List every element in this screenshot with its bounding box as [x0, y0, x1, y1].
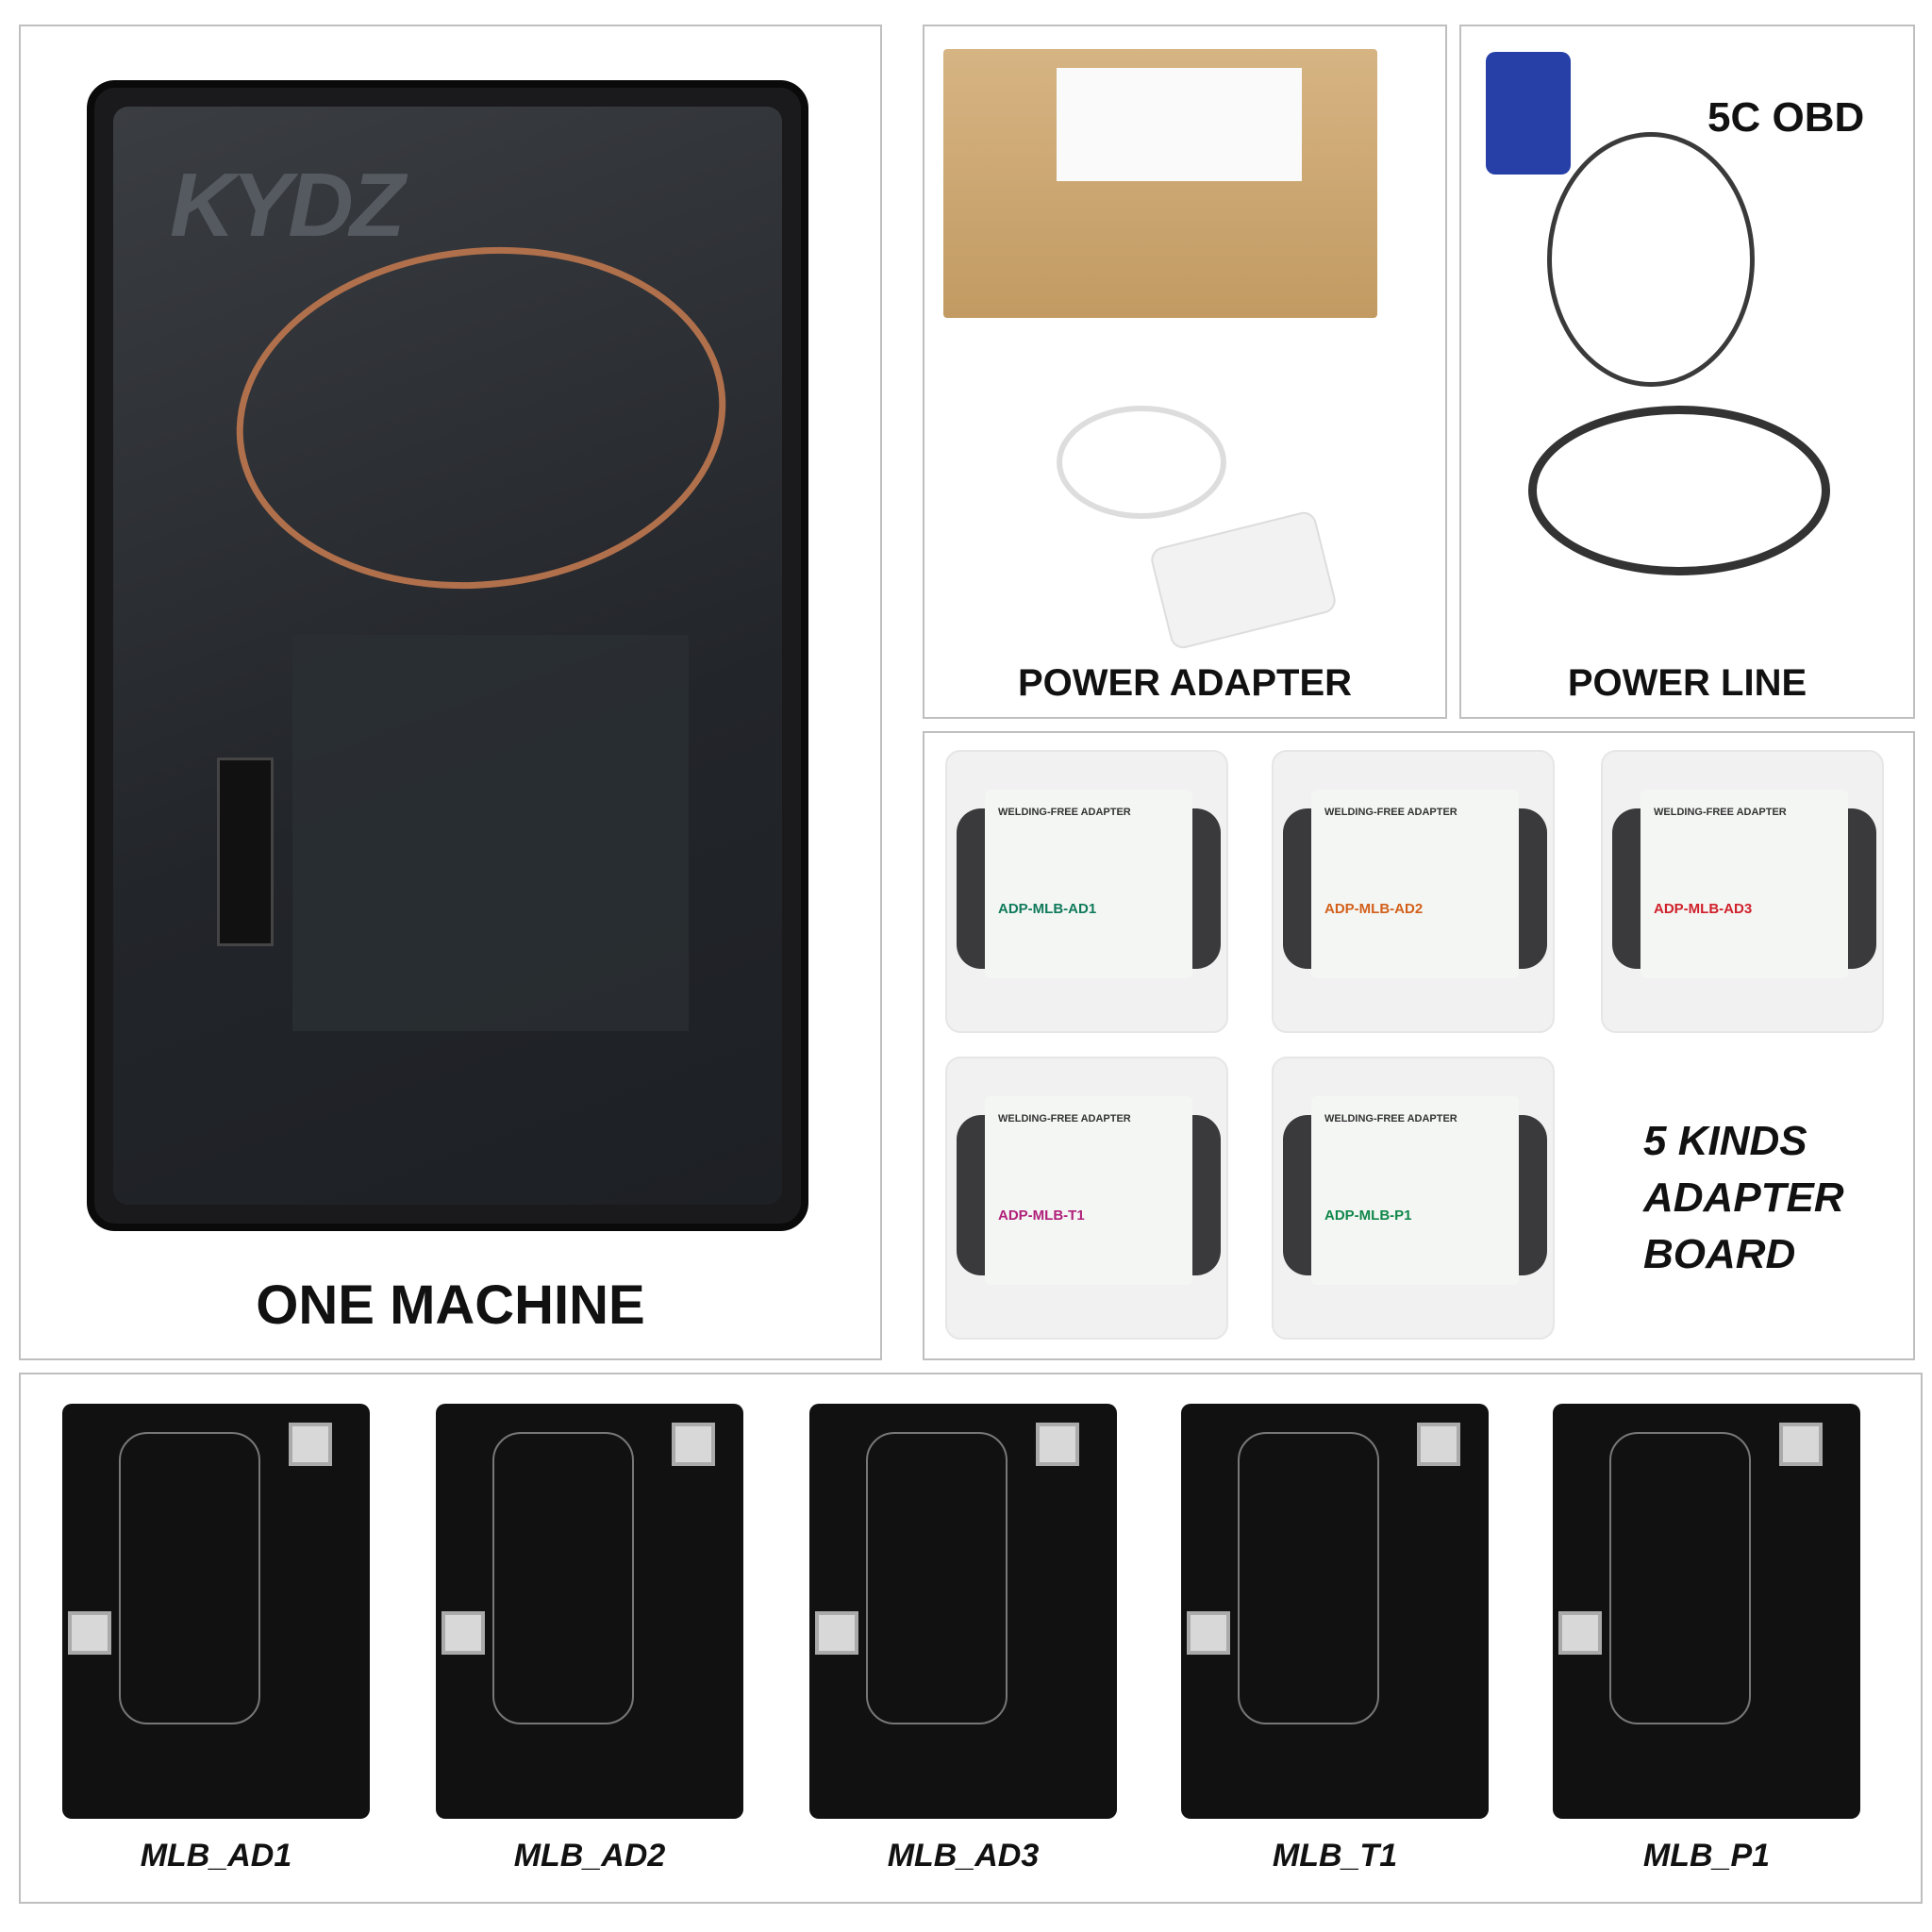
key-outline: [866, 1432, 1008, 1724]
card-heading: WELDING-FREE ADAPTER: [1654, 807, 1787, 818]
pad: [1187, 1611, 1230, 1655]
adapter-card: WELDING-FREE ADAPTER ADP-MLB-AD3: [1641, 790, 1848, 978]
pad: [1417, 1423, 1460, 1466]
obd-connector-image: [1486, 52, 1571, 175]
adapter-card: WELDING-FREE ADAPTER ADP-MLB-T1: [985, 1096, 1192, 1285]
mlb-tool-device-image: KYDZ: [87, 80, 808, 1231]
adapter-board-5: [1553, 1404, 1860, 1819]
adapter-pack-2: WELDING-FREE ADAPTER ADP-MLB-AD2: [1272, 750, 1555, 1033]
card-heading: WELDING-FREE ADAPTER: [998, 807, 1131, 818]
adapter-board-1: [62, 1404, 370, 1819]
adapter-board-4: [1181, 1404, 1489, 1819]
board-caption: MLB_AD1: [140, 1838, 292, 1874]
circuit-board: [292, 635, 689, 1031]
adapter-card: WELDING-FREE ADAPTER ADP-MLB-AD2: [1311, 790, 1519, 978]
pad: [672, 1423, 715, 1466]
adapter-pack-5: WELDING-FREE ADAPTER ADP-MLB-P1: [1272, 1057, 1555, 1340]
adapter-code: ADP-MLB-T1: [998, 1208, 1085, 1224]
adapter-pack-1: WELDING-FREE ADAPTER ADP-MLB-AD1: [945, 750, 1228, 1033]
card-heading: WELDING-FREE ADAPTER: [1324, 807, 1457, 818]
pad: [289, 1423, 332, 1466]
power-line-caption: POWER LINE: [1567, 662, 1807, 704]
pad: [1558, 1611, 1602, 1655]
pad: [815, 1611, 858, 1655]
usb-cable-image: [1528, 406, 1830, 575]
adapter-board-3: [809, 1404, 1117, 1819]
adapter-code: ADP-MLB-AD1: [998, 901, 1097, 917]
machine-caption: ONE MACHINE: [256, 1274, 645, 1336]
obd-cable-image: [1547, 132, 1755, 387]
obd-label: 5C OBD: [1707, 94, 1865, 141]
pad: [441, 1611, 485, 1655]
packaging-box-image: [943, 49, 1377, 318]
adapter-code: ADP-MLB-P1: [1324, 1208, 1412, 1224]
power-adapter-caption: POWER ADAPTER: [1017, 662, 1353, 704]
board-caption: MLB_T1: [1272, 1838, 1398, 1874]
key-outline: [1238, 1432, 1379, 1724]
pad: [68, 1611, 111, 1655]
pad: [1779, 1423, 1823, 1466]
adapter-cable-image: [1057, 406, 1226, 519]
pad: [1036, 1423, 1079, 1466]
board-caption: MLB_P1: [1642, 1838, 1771, 1874]
key-outline: [119, 1432, 260, 1724]
key-outline: [1609, 1432, 1751, 1724]
key-outline: [492, 1432, 634, 1724]
adapter-pack-3: WELDING-FREE ADAPTER ADP-MLB-AD3: [1601, 750, 1884, 1033]
adapter-card: WELDING-FREE ADAPTER ADP-MLB-AD1: [985, 790, 1192, 978]
pin-connector: [217, 758, 274, 946]
board-caption: MLB_AD3: [887, 1838, 1040, 1874]
device-logo: KYDZ: [170, 155, 405, 256]
adapter-pack-4: WELDING-FREE ADAPTER ADP-MLB-T1: [945, 1057, 1228, 1340]
adapter-card: WELDING-FREE ADAPTER ADP-MLB-P1: [1311, 1096, 1519, 1285]
adapters-caption: 5 KINDS ADAPTER BOARD: [1643, 1118, 1844, 1277]
antenna-coil: [219, 223, 743, 613]
adapter-code: ADP-MLB-AD3: [1654, 901, 1753, 917]
adapter-board-2: [436, 1404, 743, 1819]
adapter-code: ADP-MLB-AD2: [1324, 901, 1424, 917]
board-caption: MLB_AD2: [513, 1838, 666, 1874]
card-heading: WELDING-FREE ADAPTER: [998, 1113, 1131, 1124]
card-heading: WELDING-FREE ADAPTER: [1324, 1113, 1457, 1124]
